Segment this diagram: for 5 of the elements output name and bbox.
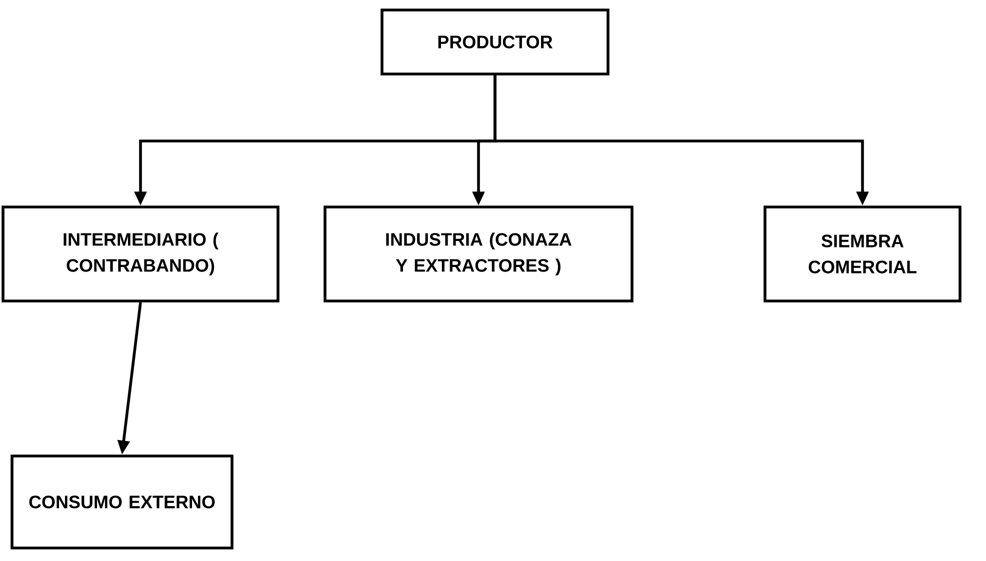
process-box: INDUSTRIA (CONAZA Y EXTRACTORES ) <box>324 206 634 302</box>
process-box: PRODUCTOR <box>380 8 610 76</box>
process-box: INTERMEDIARIO ( CONTRABANDO) <box>2 206 280 302</box>
process-box: CONSUMO EXTERNO <box>10 454 234 550</box>
process-box: SIEMBRA COMERCIAL <box>764 206 962 302</box>
